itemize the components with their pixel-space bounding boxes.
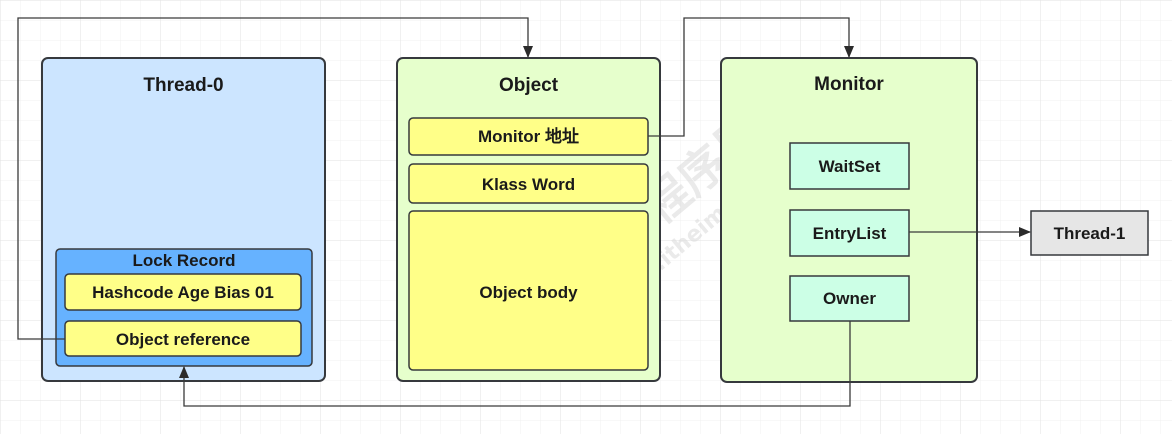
- klass-word-label: Klass Word: [482, 175, 575, 194]
- mark-word-label: Hashcode Age Bias 01: [92, 283, 274, 302]
- object-body-label: Object body: [479, 283, 578, 302]
- arrow-object-reference-to-object: [17, 17, 533, 340]
- arrow-owner-to-lock-record: [179, 321, 851, 407]
- thread-1-box: [1030, 210, 1149, 256]
- lock-record-title: Lock Record: [133, 251, 236, 270]
- owner-label: Owner: [823, 289, 876, 308]
- thread-0-node: Thread-0 Lock Record Hashcode Age Bias 0…: [41, 57, 326, 382]
- object-body-box: [408, 210, 649, 371]
- object-node: Object Monitor 地址 Klass Word Object body: [396, 57, 661, 382]
- wait-set-box: [789, 142, 910, 190]
- entry-list-label: EntryList: [813, 224, 887, 243]
- thread-0-title: Thread-0: [143, 75, 223, 96]
- thread-1-node: Thread-1: [1030, 210, 1149, 256]
- object-reference-label: Object reference: [116, 330, 250, 349]
- klass-word-box: [408, 163, 649, 204]
- entry-list-box: [789, 209, 910, 257]
- thread-1-label: Thread-1: [1054, 224, 1126, 243]
- lock-record-node: Lock Record Hashcode Age Bias 01 Object …: [55, 248, 313, 367]
- owner-box: [789, 275, 910, 322]
- monitor-node: Monitor WaitSet EntryList Owner: [720, 57, 978, 383]
- mark-word-box: [64, 273, 302, 311]
- monitor-address-label: Monitor 地址: [478, 126, 579, 146]
- monitor-title: Monitor: [814, 74, 884, 95]
- arrow-monitor-address-to-monitor: [648, 17, 854, 137]
- wait-set-label: WaitSet: [819, 157, 881, 176]
- object-title: Object: [499, 75, 559, 96]
